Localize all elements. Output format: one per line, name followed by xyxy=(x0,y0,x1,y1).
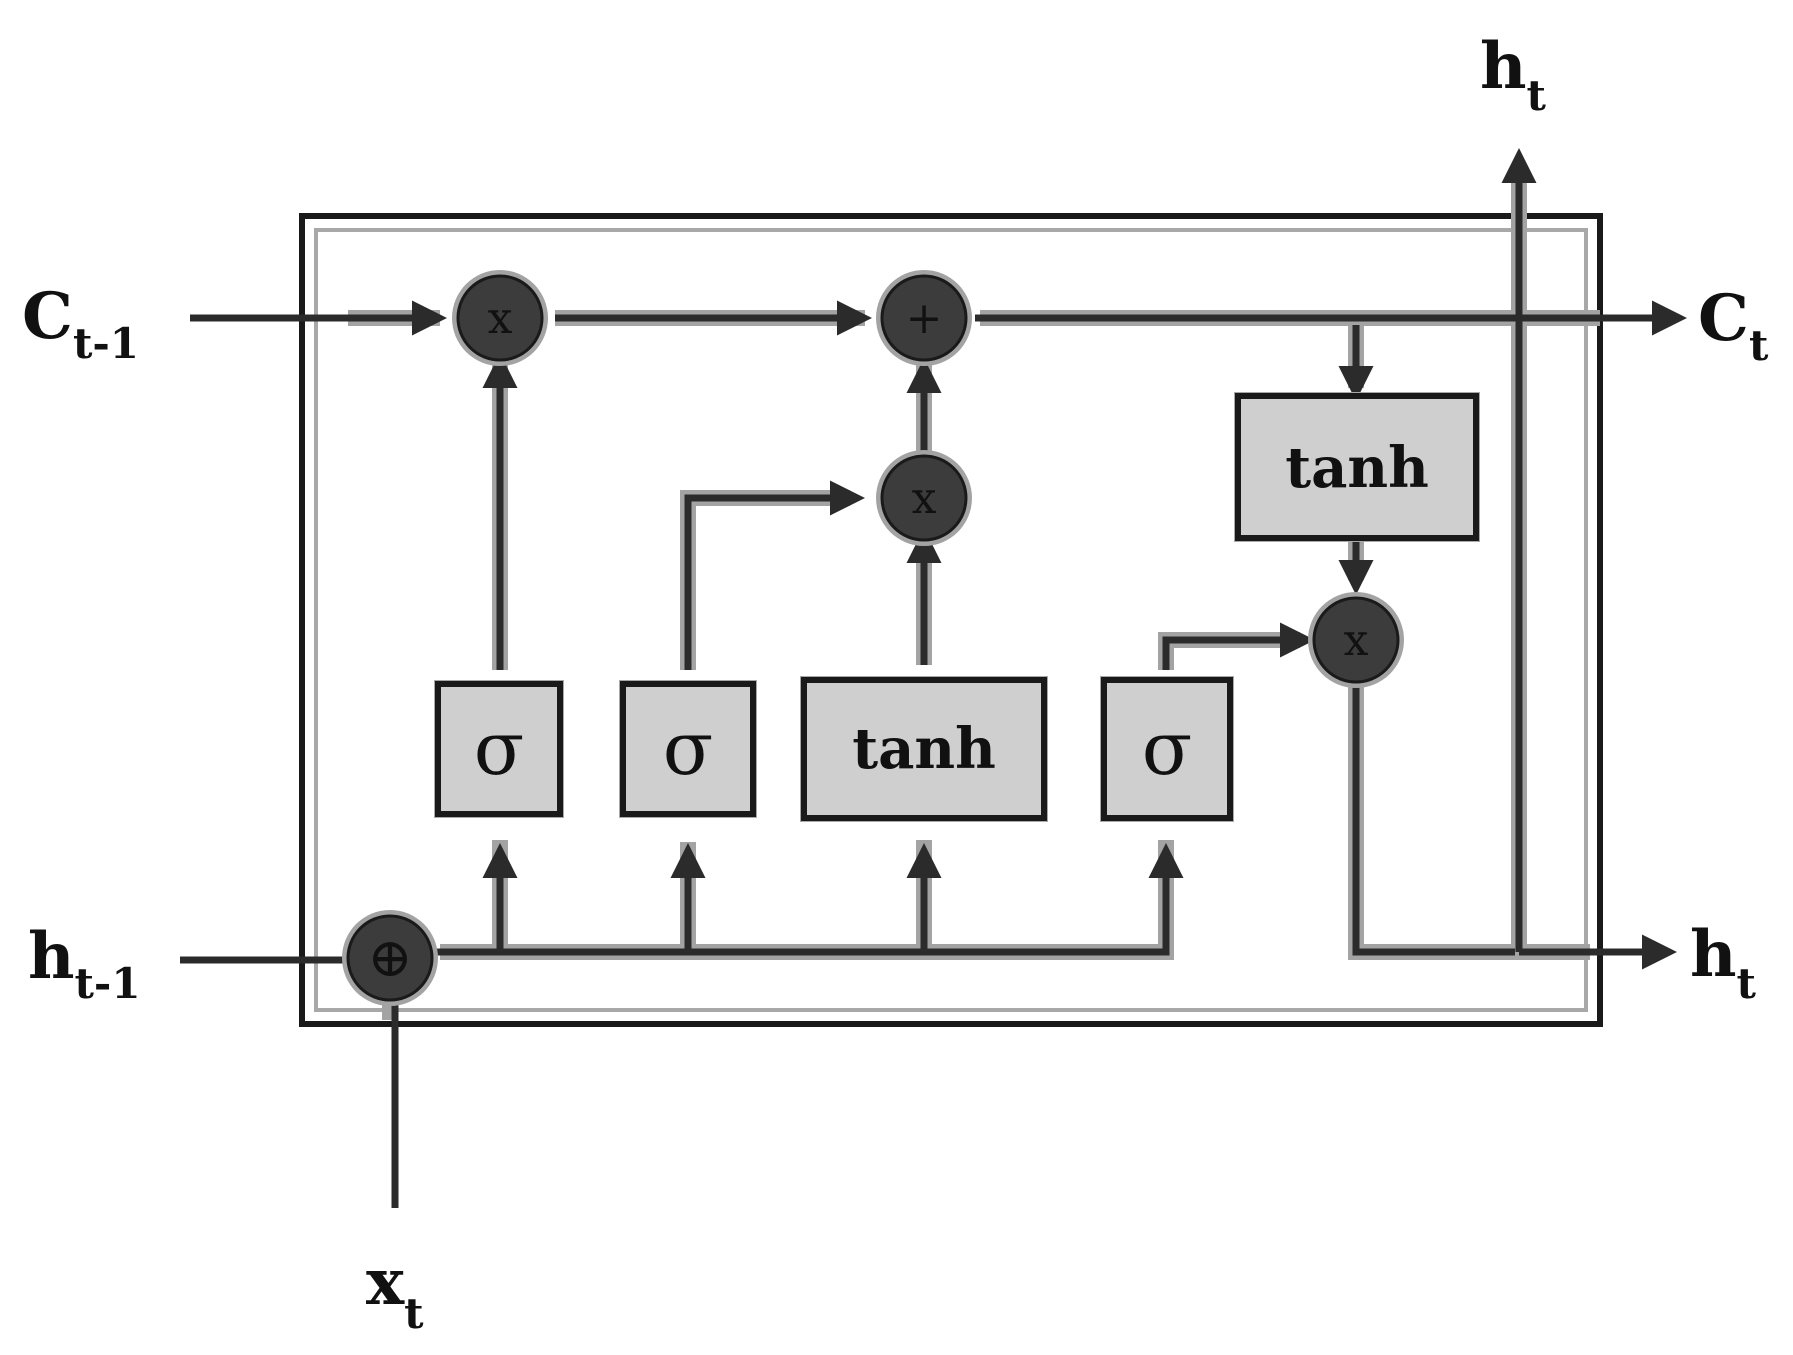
input-multiply-symbol: x xyxy=(912,473,937,524)
label-h-prev: ht-1 xyxy=(28,919,141,1008)
forget-multiply-op: x xyxy=(452,270,548,366)
concat-op: ⊕ xyxy=(342,910,438,1006)
cell-tanh-label: tanh xyxy=(1285,435,1429,501)
output-gate-label: σ xyxy=(1142,706,1193,792)
forget-multiply-symbol: x xyxy=(488,293,513,344)
output-multiply-symbol: x xyxy=(1344,615,1369,666)
add-op: + xyxy=(876,270,972,366)
candidate-gate-label: tanh xyxy=(852,716,996,782)
input-multiply-op: x xyxy=(876,450,972,546)
cell-tanh-box: tanh xyxy=(1234,392,1480,542)
cell-frame xyxy=(299,213,1603,1027)
label-h-t-right: ht xyxy=(1690,917,1757,1008)
forget-gate: σ xyxy=(434,680,564,818)
input-gate: σ xyxy=(619,680,757,818)
output-gate: σ xyxy=(1100,676,1234,822)
output-multiply-op: x xyxy=(1308,592,1404,688)
input-gate-label: σ xyxy=(663,706,714,792)
label-c-prev: Ct-1 xyxy=(22,279,139,368)
concat-symbol: ⊕ xyxy=(367,926,412,989)
add-symbol: + xyxy=(906,293,943,344)
wires xyxy=(180,148,1687,1208)
label-c-t: Ct xyxy=(1698,281,1769,370)
candidate-gate: tanh xyxy=(800,676,1048,822)
label-x-t: xt xyxy=(366,1245,424,1338)
forget-gate-label: σ xyxy=(474,706,525,792)
label-h-t-top: ht xyxy=(1480,29,1547,120)
